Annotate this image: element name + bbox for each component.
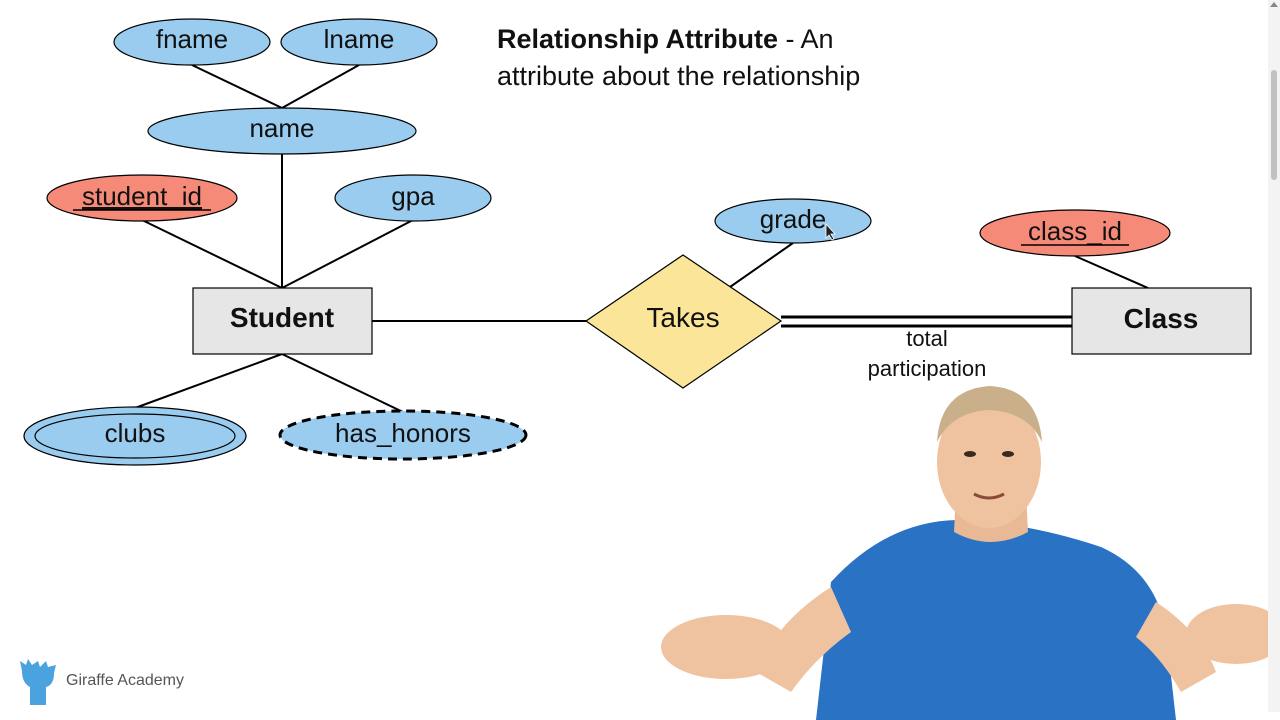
presenter-shirt: [816, 520, 1176, 720]
connector-lines: [134, 64, 1149, 413]
line-lname-name: [281, 64, 360, 109]
relationship-takes: Takes: [584, 254, 783, 389]
line-student-hashonors: [281, 353, 404, 413]
entity-class-label: Class: [1124, 303, 1199, 334]
entity-class: Class: [1071, 287, 1252, 355]
scroll-up-arrow-icon[interactable]: [1270, 2, 1278, 7]
scrollbar-thumb[interactable]: [1271, 70, 1277, 180]
attribute-gpa-label: gpa: [391, 181, 435, 211]
derived-attribute-has-honors: has_honors: [278, 409, 528, 461]
brand-logo: Giraffe Academy: [16, 656, 184, 706]
slide-title-line2: attribute about the relationship: [497, 61, 860, 91]
attribute-clubs-label: clubs: [105, 418, 166, 448]
slide-title-line1: Relationship Attribute - An: [497, 24, 834, 54]
attribute-fname: fname: [113, 18, 271, 66]
attribute-lname: lname: [280, 18, 438, 66]
presenter-left-hand: [661, 615, 791, 679]
line-student-clubs: [134, 353, 283, 409]
line-classid-class: [1074, 255, 1149, 289]
vertical-scrollbar[interactable]: [1268, 0, 1280, 712]
line-grade-takes: [729, 242, 794, 288]
entity-student: Student: [192, 287, 373, 355]
attribute-gpa: gpa: [334, 174, 492, 222]
giraffe-icon: [20, 659, 56, 705]
presenter-hair: [937, 386, 1042, 442]
attribute-grade: grade: [714, 198, 872, 244]
line-studentid-student: [141, 219, 283, 289]
brand-label: Giraffe Academy: [66, 672, 184, 689]
participation-label-line1: total: [906, 326, 948, 351]
attribute-fname-label: fname: [156, 24, 228, 54]
attribute-name-label: name: [249, 113, 314, 143]
relationship-takes-label: Takes: [646, 302, 719, 333]
mouse-cursor-icon: [825, 222, 836, 241]
presenter-head: [937, 396, 1041, 528]
key-attribute-student-id: student_id: [46, 174, 238, 222]
attribute-grade-label: grade: [760, 204, 827, 234]
key-attribute-class-id: class_id: [979, 209, 1171, 257]
line-gpa-student: [281, 219, 414, 289]
participation-label-line2: participation: [868, 356, 987, 381]
presenter-right-hand: [1186, 604, 1280, 664]
key-attribute-class-id-label: class_id: [1028, 216, 1122, 246]
attribute-has-honors-label: has_honors: [335, 418, 471, 448]
presenter-left-arm: [756, 587, 851, 692]
presenter-right-arm: [1136, 602, 1216, 692]
total-participation-double-line: [781, 315, 1073, 328]
slide-title-bold: Relationship Attribute: [497, 24, 778, 54]
multivalued-attribute-clubs: clubs: [23, 406, 247, 466]
entity-student-label: Student: [230, 302, 334, 333]
attribute-lname-label: lname: [324, 24, 395, 54]
line-fname-name: [191, 64, 283, 109]
attribute-name: name: [147, 107, 417, 155]
presenter-video-overlay: [656, 386, 1280, 720]
key-attribute-student-id-label: student_id: [82, 181, 202, 211]
slide-title-rest: - An: [778, 24, 834, 54]
